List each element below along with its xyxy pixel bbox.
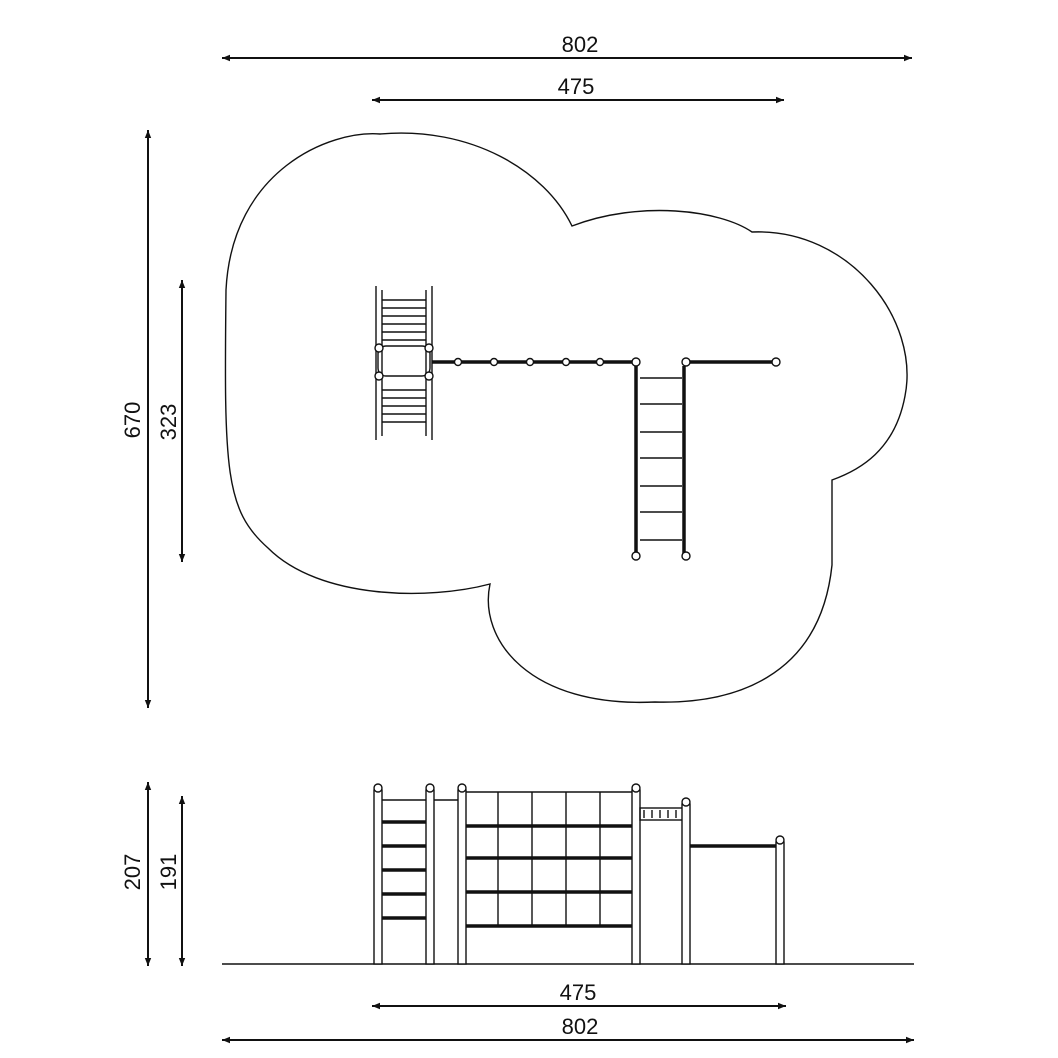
side-view-ladder-unit: [373, 783, 458, 965]
side-view-horizontal-bar: [639, 797, 785, 965]
dimension-top-overall: 802: [222, 32, 912, 62]
dimension-left-overall: 670: [120, 130, 152, 708]
dimension-side-inner: 191: [156, 796, 186, 966]
dim-label-side-overall: 207: [120, 854, 145, 891]
dimension-side-overall: 207: [120, 782, 152, 966]
top-view-ladder-unit: [374, 286, 434, 440]
dimension-bottom-inner: 475: [372, 980, 786, 1010]
dim-label-bottom-inner: 475: [560, 980, 597, 1005]
dim-label-top-inner: 475: [558, 74, 595, 99]
dim-label-side-inner: 191: [156, 854, 181, 891]
top-view-horizontal-ladder: [432, 357, 781, 367]
dimension-left-inner: 323: [156, 280, 186, 562]
dim-label-left-inner: 323: [156, 404, 181, 441]
safety-zone-outline: [224, 132, 908, 704]
dim-label-left-overall: 670: [120, 402, 145, 439]
dimension-top-inner: 475: [372, 74, 784, 104]
dimension-bottom-overall: 802: [222, 1014, 914, 1044]
dim-label-top-overall: 802: [562, 32, 599, 57]
top-view-climbing-net: [631, 366, 691, 561]
dim-label-bottom-overall: 802: [562, 1014, 599, 1039]
side-view-climbing-net: [457, 783, 641, 965]
